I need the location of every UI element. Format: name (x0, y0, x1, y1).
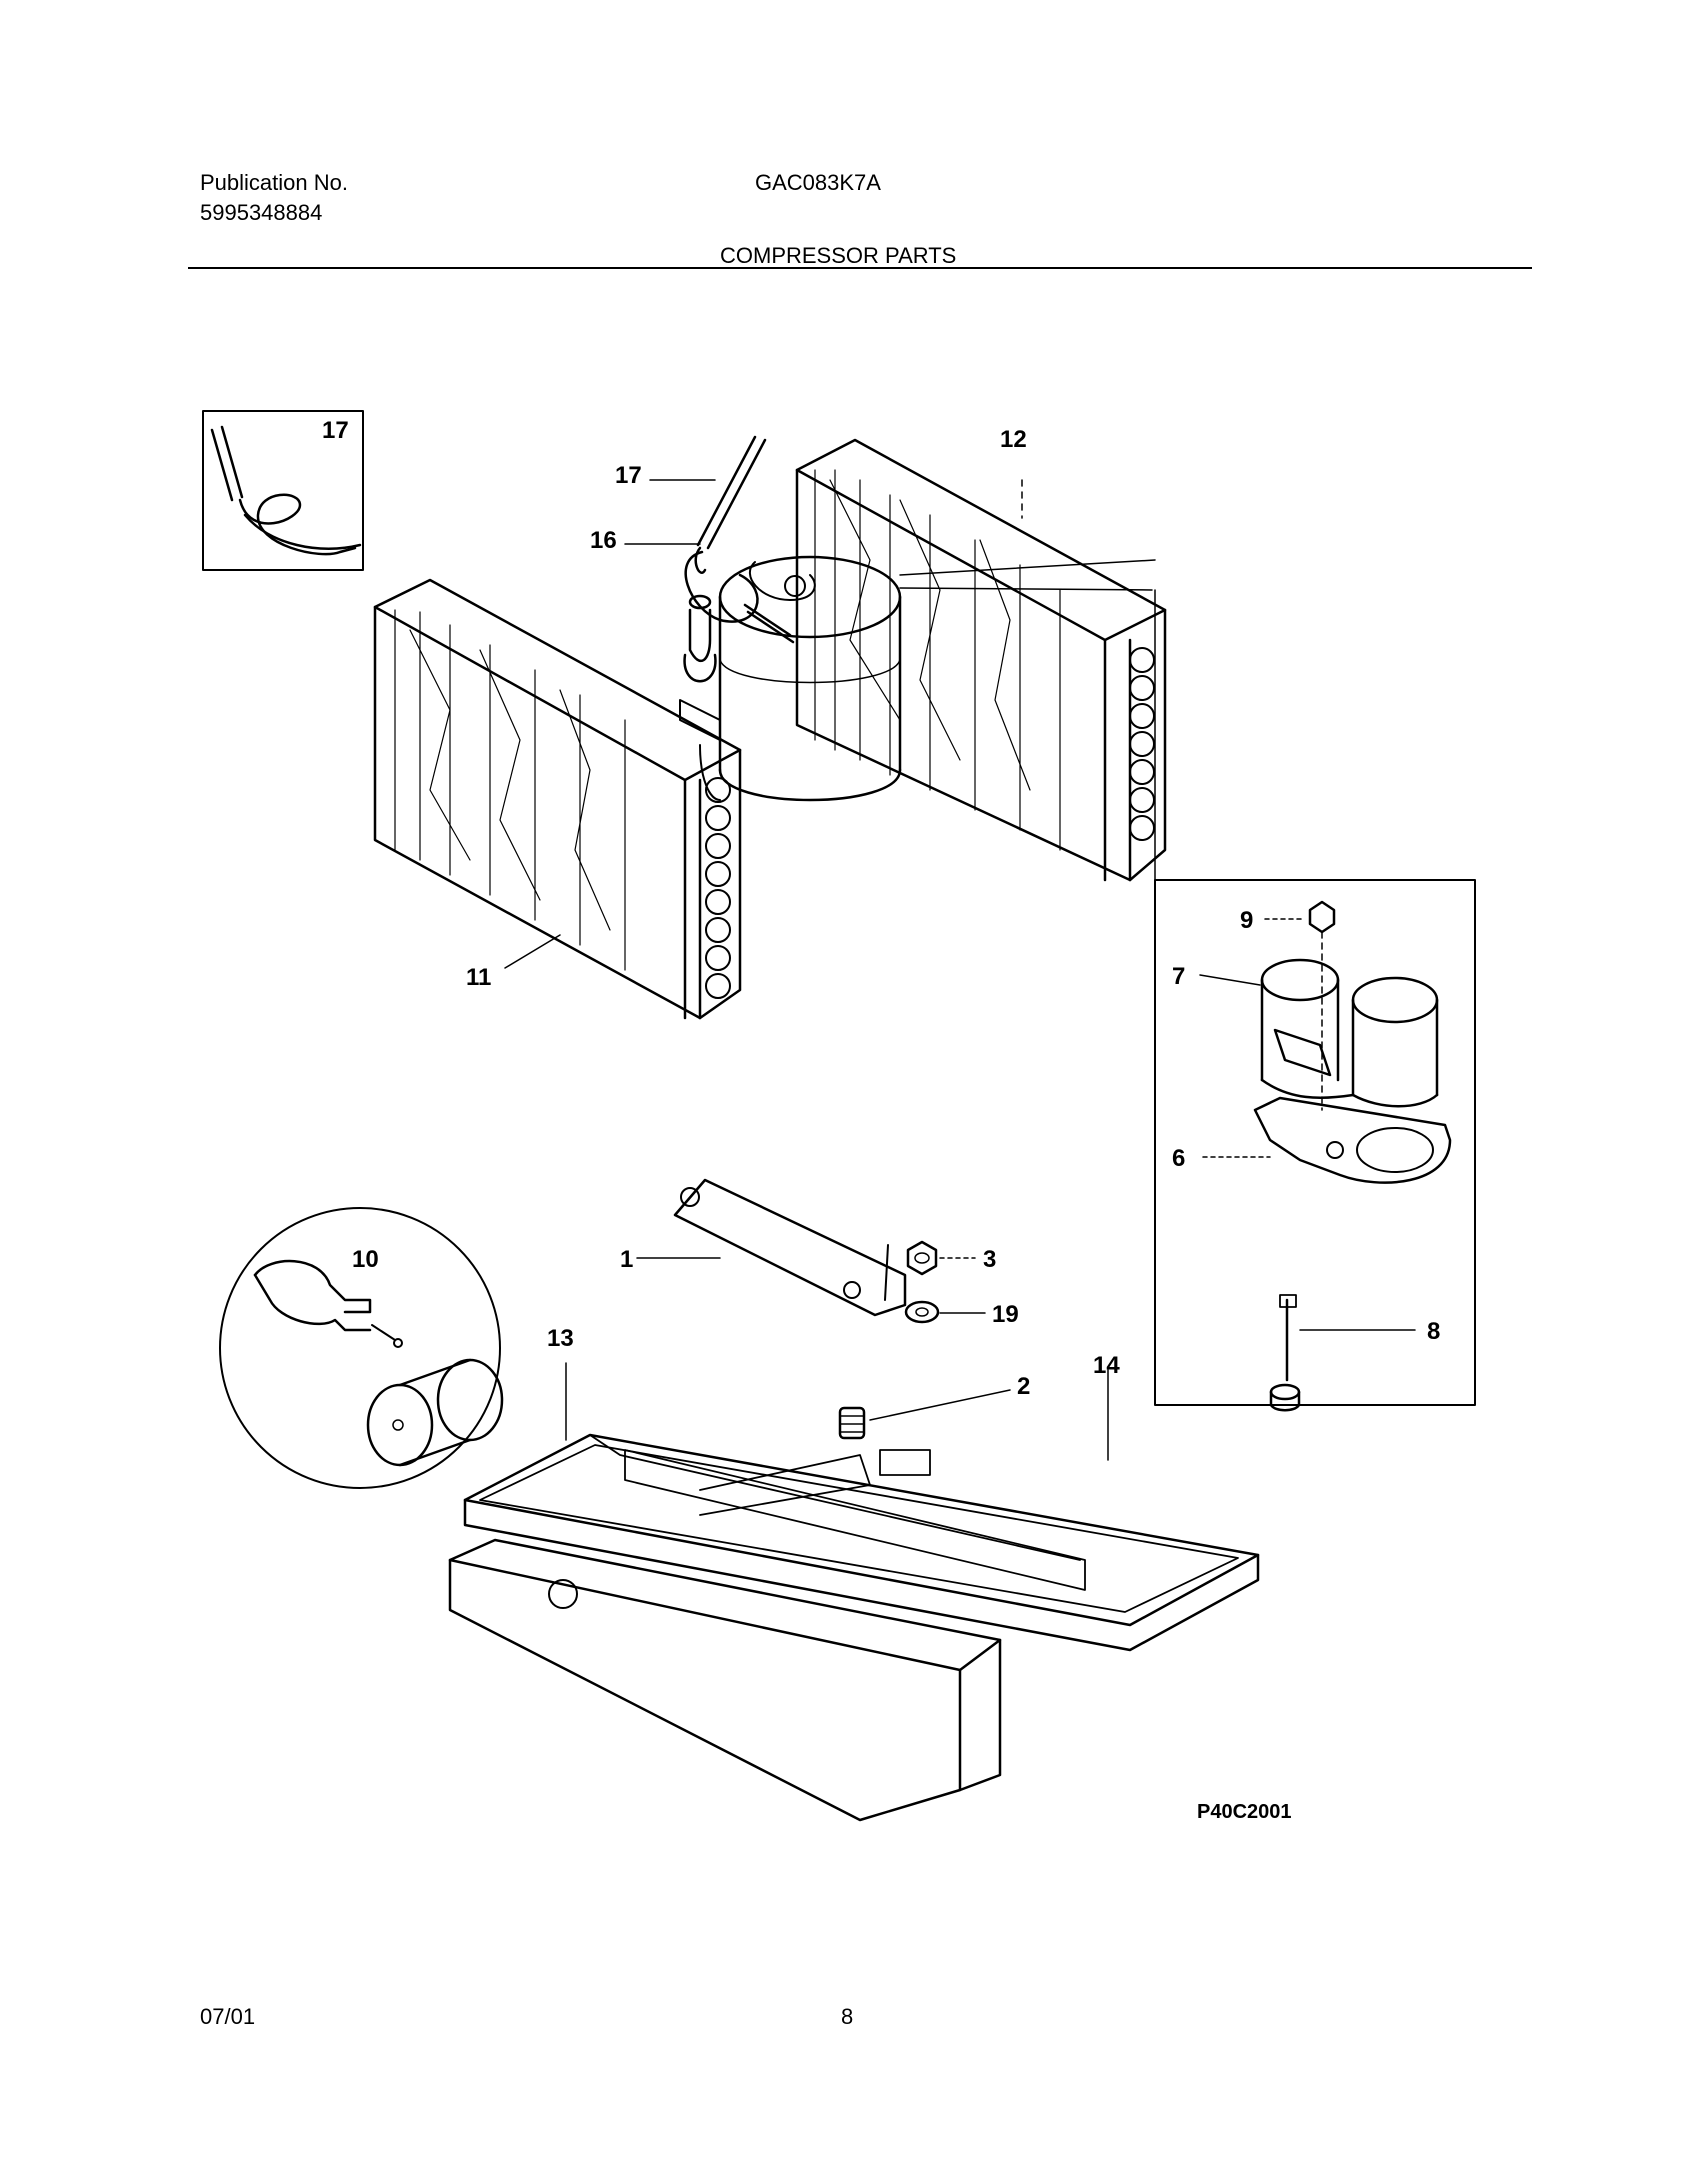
callout-10: 10 (352, 1246, 379, 1273)
callout-2: 2 (1017, 1373, 1030, 1400)
evaporator-coil-front (373, 578, 742, 1020)
header-rule (188, 267, 1532, 269)
leader-lines (504, 479, 1416, 1461)
callout-11: 11 (466, 964, 491, 991)
callout-16: 16 (590, 527, 617, 554)
footer-page-number: 8 (841, 2004, 854, 2029)
inset-capillary-tube (202, 410, 364, 571)
callout-6: 6 (1172, 1145, 1185, 1172)
capillary-tube-assembly (684, 435, 795, 644)
drawing-code: P40C2001 (1197, 1801, 1292, 1823)
callout-12: 12 (1000, 426, 1027, 453)
callout-8: 8 (1427, 1318, 1440, 1345)
detail-circle-overload-clip (219, 1207, 504, 1489)
callout-17-inset: 17 (322, 417, 349, 444)
callout-3: 3 (983, 1246, 996, 1273)
publication-number: 5995348884 (200, 200, 323, 225)
callout-13: 13 (547, 1325, 574, 1352)
section-title: COMPRESSOR PARTS (720, 243, 957, 268)
callout-17: 17 (615, 462, 642, 489)
callout-9: 9 (1240, 907, 1253, 934)
footer-date: 07/01 (200, 2004, 256, 2029)
callout-14: 14 (1093, 1352, 1120, 1379)
callout-7: 7 (1172, 963, 1185, 990)
model-number: GAC083K7A (755, 170, 881, 195)
callout-19: 19 (992, 1301, 1019, 1328)
callout-1: 1 (620, 1246, 633, 1273)
detail-box-capacitor (899, 559, 1476, 1412)
callout-labels: 17 17 16 12 11 9 7 6 8 10 1 3 19 2 13 14… (322, 417, 1440, 1823)
nut-washer-grommet (838, 1240, 940, 1440)
condenser-coil-rear (795, 438, 1167, 882)
compressor (673, 555, 907, 1317)
base-pan-and-tray (448, 1433, 1260, 1822)
publication-label: Publication No. (200, 170, 348, 195)
